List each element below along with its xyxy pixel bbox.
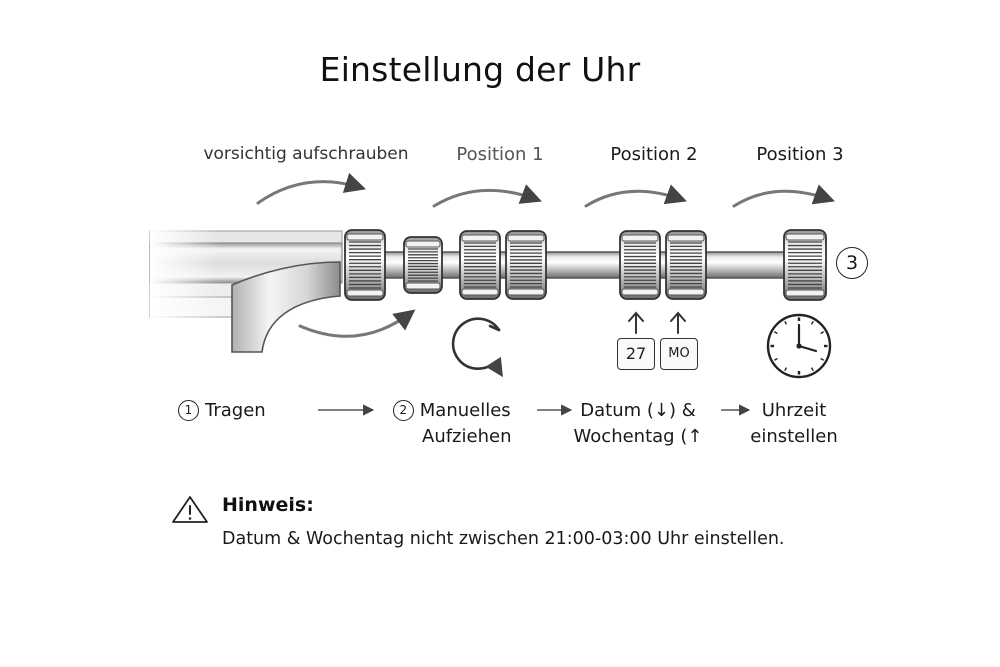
screw-arrow <box>298 309 416 338</box>
step-label-line1: Manuelles <box>419 400 511 421</box>
unscrew-arrow <box>256 172 367 205</box>
clock-tick <box>773 357 778 361</box>
position-3-label: Position 3 <box>756 144 844 165</box>
position-3-arrow <box>732 184 835 208</box>
step-label-line2: Wochentag (↑ <box>573 426 703 447</box>
clock-icon <box>766 313 832 379</box>
crown-position-2-b <box>665 230 707 300</box>
position-1-label: Position 1 <box>456 144 544 165</box>
clock-tick <box>773 331 778 335</box>
clock-tick <box>784 367 788 372</box>
position-2-label: Position 2 <box>610 144 698 165</box>
crown-screwed <box>344 229 386 301</box>
step-number: 2 <box>392 400 414 421</box>
step-wear: 1 Tragen <box>178 398 266 424</box>
clock-tick <box>784 320 788 325</box>
hint-text: Datum & Wochentag nicht zwischen 21:00-0… <box>222 529 785 549</box>
clock-tick <box>810 320 814 325</box>
step-number: 1 <box>178 400 199 421</box>
page-title: Einstellung der Uhr <box>319 50 641 89</box>
watch-case <box>149 229 343 353</box>
step-label-line2: einstellen <box>750 426 838 447</box>
position-1-arrow <box>432 184 542 208</box>
position-3-marker: 3 <box>836 247 868 279</box>
crown-position-3 <box>783 229 827 301</box>
crown-position-1-b <box>505 230 547 300</box>
crown-unscrewed <box>403 236 443 294</box>
up-arrow-icon <box>628 311 686 334</box>
clock-tick <box>820 357 825 361</box>
crown-position-2-a <box>619 230 661 300</box>
step-label-line2: Aufziehen <box>422 426 512 447</box>
clock-tick <box>820 331 825 335</box>
step-label-line1: Uhrzeit <box>761 400 827 421</box>
position-2-arrow <box>584 184 687 208</box>
crown-stem <box>379 251 801 279</box>
rotate-icon <box>451 317 503 378</box>
watch-lug <box>231 261 341 353</box>
weekday-tile: MO <box>660 338 698 370</box>
step-set-time: Uhrzeit einstellen <box>748 398 840 450</box>
crown-position-1-a <box>459 230 501 300</box>
step-label-line1: Datum (↓) & <box>580 400 696 421</box>
top-arrows <box>256 172 835 208</box>
clock-tick <box>810 367 814 372</box>
step-label: Tragen <box>205 400 266 421</box>
warning-icon <box>172 496 208 523</box>
step-date-weekday: Datum (↓) & Wochentag (↑ <box>570 398 706 450</box>
hint-title: Hinweis: <box>222 494 314 516</box>
unscrew-label: vorsichtig aufschrauben <box>203 144 409 164</box>
date-tile: 27 <box>617 338 655 370</box>
